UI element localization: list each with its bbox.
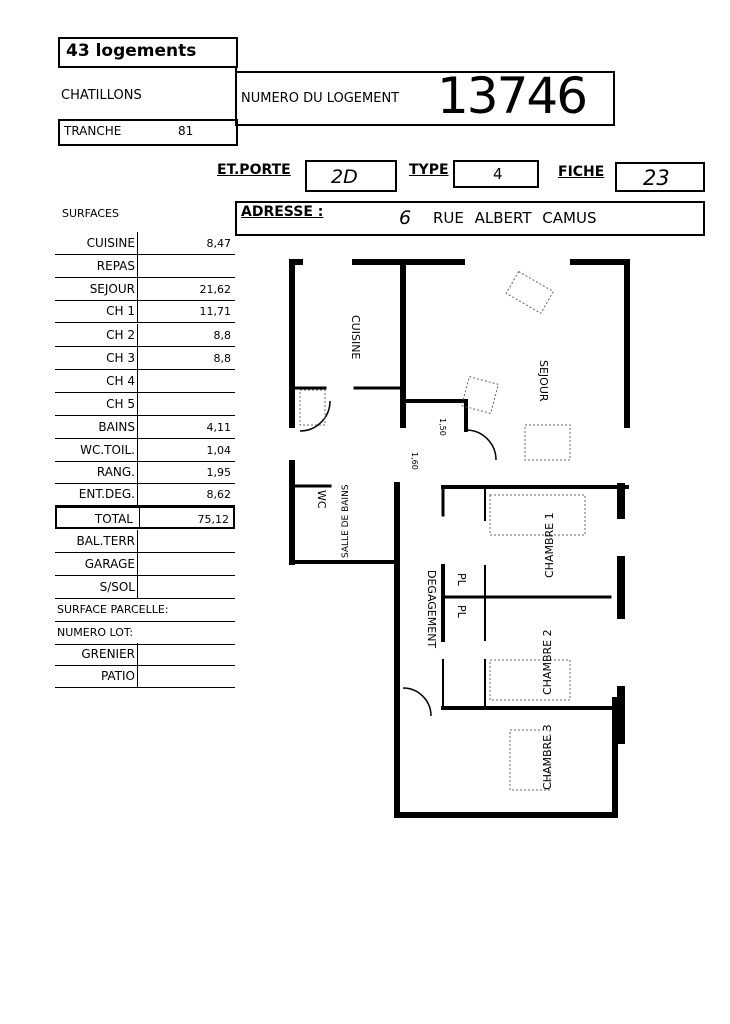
row-label: GRENIER — [81, 647, 135, 661]
row-label: CH 1 — [106, 304, 135, 318]
label-cuisine: CUISINE — [349, 315, 362, 359]
label-sejour: SEJOUR — [537, 360, 550, 402]
row-label: BAL.TERR — [76, 534, 135, 548]
label-pl-2: PL — [455, 605, 468, 619]
adresse-box: ADRESSE : 6 RUE ALBERT CAMUS — [235, 201, 705, 236]
furniture — [299, 270, 586, 791]
surfaces-title: SURFACES — [62, 207, 119, 220]
fiche-value: 23 — [643, 166, 670, 190]
row-label: GARAGE — [84, 557, 135, 571]
surface-row: PATIO — [55, 665, 235, 688]
row-label: S/SOL — [99, 580, 135, 594]
surface-row: WC.TOIL. 1,04 — [55, 439, 235, 462]
surface-row: RANG. 1,95 — [55, 461, 235, 484]
tranche-box: TRANCHE 81 — [58, 119, 238, 146]
dimension-1: 1,50 — [438, 418, 447, 436]
surface-parcelle-row: SURFACE PARCELLE: — [55, 599, 235, 622]
row-value: 8,8 — [213, 352, 232, 365]
dimension-2: 1,60 — [410, 452, 419, 470]
row-label: ENT.DEG. — [78, 487, 135, 501]
surface-row: S/SOL — [55, 576, 235, 599]
label-chambre3: CHAMBRE 3 — [541, 724, 554, 790]
walls — [289, 259, 630, 818]
row-label: CH 3 — [106, 351, 135, 365]
row-label: WC.TOIL. — [80, 443, 135, 457]
row-value: 21,62 — [199, 283, 232, 296]
row-value: 8,47 — [206, 237, 232, 250]
surface-row: CH 2 8,8 — [55, 324, 235, 347]
surface-row: CH 1 11,71 — [55, 300, 235, 323]
site-name: CHATILLONS — [61, 88, 142, 103]
etporte-label: ET.PORTE — [217, 162, 291, 178]
row-label: SEJOUR — [89, 282, 135, 296]
label-chambre1: CHAMBRE 1 — [543, 512, 556, 578]
surface-row: BAINS 4,11 — [55, 416, 235, 439]
numero-lot-row: NUMERO LOT: — [55, 622, 235, 645]
row-label: PATIO — [100, 669, 135, 683]
row-value: 4,11 — [206, 421, 232, 434]
numero-value: 13746 — [437, 67, 588, 125]
tranche-label: TRANCHE — [64, 124, 122, 138]
total-row: TOTAL 75,12 — [55, 506, 235, 529]
row-label: CUISINE — [86, 236, 135, 250]
label-degagement: DEGAGEMENT — [425, 570, 438, 648]
type-field: 4 — [453, 160, 539, 188]
surface-row: ENT.DEG. 8,62 — [55, 483, 235, 506]
row-value: 8,62 — [206, 488, 232, 501]
etporte-value: 2D — [331, 166, 358, 188]
surface-row: REPAS — [55, 255, 235, 278]
label-pl-1: PL — [455, 573, 468, 587]
row-label: CH 5 — [106, 397, 135, 411]
logements-count: 43 logements — [66, 41, 197, 61]
fiche-label: FICHE — [558, 164, 605, 180]
logements-box: 43 logements — [58, 37, 238, 68]
numero-label: NUMERO DU LOGEMENT — [241, 91, 400, 106]
doors — [299, 400, 497, 717]
label-salle-de-bains: SALLE DE BAINS — [341, 484, 351, 558]
row-label: TOTAL — [94, 512, 133, 526]
surface-row: CH 3 8,8 — [55, 347, 235, 370]
adresse-street: RUE ALBERT CAMUS — [433, 209, 597, 227]
surface-row: GRENIER — [55, 643, 235, 666]
label-chambre2: CHAMBRE 2 — [541, 629, 554, 695]
row-label: CH 2 — [106, 328, 135, 342]
type-label: TYPE — [409, 162, 449, 178]
row-value: 11,71 — [199, 305, 232, 318]
row-value: 1,95 — [206, 466, 232, 479]
surface-row: CH 4 — [55, 370, 235, 393]
row-label: RANG. — [96, 465, 135, 479]
surface-row: CH 5 — [55, 393, 235, 416]
tranche-value: 81 — [178, 124, 194, 138]
row-label: CH 4 — [106, 374, 135, 388]
row-value: 75,12 — [197, 513, 230, 526]
surface-row: SEJOUR 21,62 — [55, 278, 235, 301]
type-value: 4 — [493, 165, 503, 183]
row-label: SURFACE PARCELLE: — [57, 603, 169, 616]
adresse-number: 6 — [399, 207, 412, 229]
etporte-field: 2D — [305, 160, 397, 192]
fiche-field: 23 — [615, 162, 705, 192]
numero-logement-box: NUMERO DU LOGEMENT 13746 — [235, 67, 615, 126]
adresse-label: ADRESSE : — [241, 204, 324, 220]
row-label: BAINS — [98, 420, 135, 434]
room-labels: CUISINE SEJOUR WC SALLE DE BAINS DEGAGEM… — [315, 315, 556, 790]
row-label: REPAS — [96, 259, 135, 273]
surface-row: GARAGE — [55, 553, 235, 576]
row-label: NUMERO LOT: — [57, 626, 134, 639]
row-value: 8,8 — [213, 329, 232, 342]
row-value: 1,04 — [206, 444, 232, 457]
surface-row: CUISINE 8,47 — [55, 232, 235, 255]
surface-row: BAL.TERR — [55, 530, 235, 553]
label-wc: WC — [315, 490, 328, 509]
